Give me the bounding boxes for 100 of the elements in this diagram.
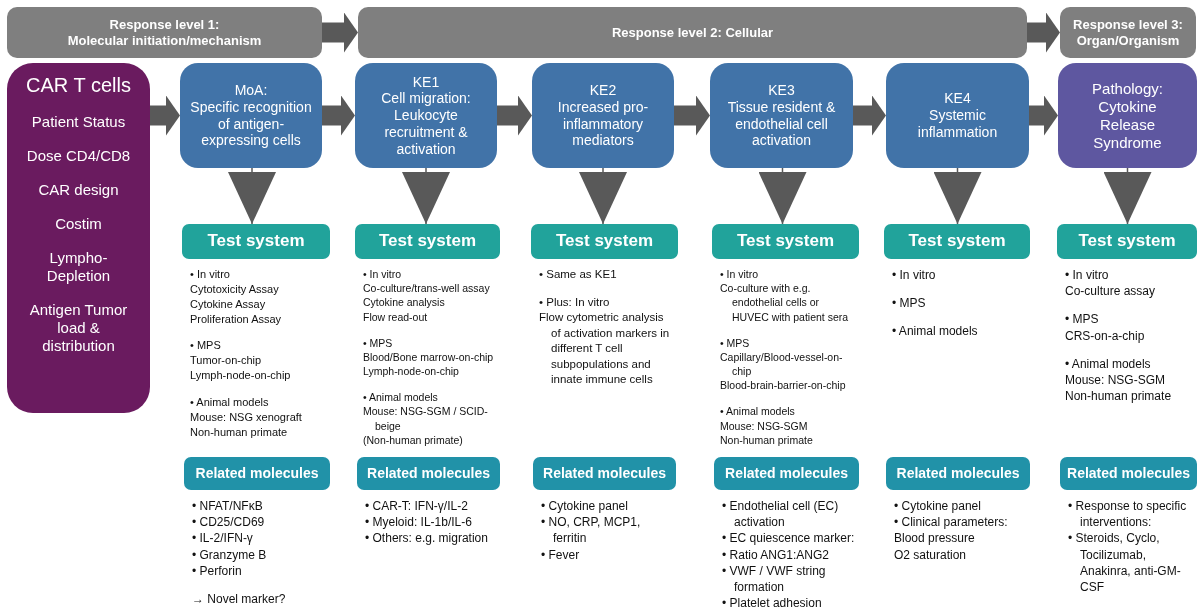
node-title: Test system [737,231,834,252]
list-text: • EC quiescence marker: [722,530,856,547]
list-text: Mouse: NSG-SGM [720,418,809,433]
node-title: Related molecules [195,465,319,482]
section-header [886,457,1030,490]
list-text: Mouse: NSG-SGM [1065,371,1167,389]
arrow [402,167,450,225]
list-text: Mouse: NSG xenograft [190,409,303,425]
list-text: • Perforin [192,562,243,579]
node-text: Dose CD4/CD8 [26,147,131,165]
section-header [1060,457,1197,490]
section-header [884,224,1030,259]
arrow [497,95,532,136]
node-text: Tissue resident & endothelial cell activation [726,98,837,150]
process-box [886,63,1029,168]
node-text: CAR design [38,181,119,199]
list-text: Co-culture with e.g. endothelial cells or HUVEC with patient sera [720,281,850,324]
list-text: • In vitro [1065,267,1110,284]
list-text: • Animal models [720,404,796,419]
list-text: Proliferation Assay [190,311,283,327]
node-title: Response level 1: [109,16,220,33]
node-title: Test system [207,231,305,252]
process-box [532,63,674,168]
list-text: • Ratio ANG1:ANG2 [722,546,830,563]
list-text: Blood-brain-barrier-on-chip [720,378,847,393]
list-text: Lymph-node-on-chip [363,364,460,379]
process-box [710,63,853,168]
list-text: Flow read-out [363,309,429,324]
list-text: • In vitro [892,267,937,284]
section-header [712,224,859,259]
level-banner [7,7,322,58]
arrow [933,167,982,225]
node-title: Pathology: [1092,79,1163,98]
list-text: Flow cytometric analysis of activation markers in different T cell subpopulations and innate immune cells [539,310,671,388]
node-text: Systemic inflammation [916,107,999,141]
list-text: Blood/Bone marrow-on-chip [363,349,495,365]
node-title: KE4 [944,90,971,108]
arrow [674,95,710,136]
node-title: Test system [379,231,476,252]
section-header [184,457,330,490]
arrow [150,95,180,136]
list-text: Cytotoxicity Assay [190,281,280,297]
outcome-box [1058,63,1197,168]
list-text: • Endothelial cell (EC) activation [722,498,840,531]
list-text: Co-culture assay [1065,283,1157,300]
node-title: Test system [1078,231,1176,252]
node-title: Response level 2: Cellular [611,24,774,41]
list-text: • Response to specific interventions: [1068,498,1188,531]
list-text: • Others: e.g. migration [365,530,489,547]
section-header [531,224,678,259]
node-text: Patient Status [31,113,126,131]
section-header [355,224,500,259]
node-text: Costim [55,215,102,233]
node-title: Related molecules [1067,465,1190,482]
list-text: Lymph-node-on-chip [190,368,292,383]
list-text: • MPS [190,338,222,354]
list-text: • Platelet adhesion [722,595,823,612]
node-text: Antigen Tumor load & distribution [28,301,129,355]
node-text: Organ/Organism [1076,32,1180,49]
list-text: Non-human primate [1065,388,1173,405]
arrow [853,95,886,136]
input-panel [7,63,150,413]
list-text: • MPS [1065,311,1100,328]
list-text: • Fever [541,546,581,563]
node-text: Lympho-Depletion [45,249,112,285]
node-title: Related molecules [896,465,1020,482]
list-text: O2 saturation [894,546,968,563]
list-text: • NO, CRP, MCP1, ferritin [541,514,642,547]
process-box [355,63,497,168]
list-text: • NFAT/NFκB [192,498,264,515]
list-text: • In vitro [363,267,403,282]
arrow [228,167,276,225]
node-text: Molecular initiation/mechanism [67,32,262,49]
node-text: Increased pro-inflammatory mediators [556,98,650,150]
list-text: • CD25/CD69 [192,514,266,531]
level-banner [358,7,1027,58]
node-title: MoA: [234,81,268,99]
list-text: • Cytokine panel [541,498,629,515]
list-text: • In vitro [720,267,760,282]
list-text: CRS-on-a-chip [1065,327,1146,344]
node-title: Test system [556,231,653,252]
list-text: Non-human primate [720,432,814,447]
list-text: → Novel marker? [192,590,287,608]
arrow [1103,167,1152,225]
list-text: • MPS [363,335,394,350]
section-header [357,457,500,490]
list-text: • Animal models [892,323,979,340]
list-text: Co-culture/trans-well assay [363,281,491,296]
node-title: Related molecules [543,465,666,482]
node-title: CAR T cells [26,73,131,97]
list-text: Mouse: NSG-SGM / SCID-beige [363,404,489,433]
arrow [579,167,627,225]
node-title: KE3 [768,81,795,99]
list-text: (Non-human primate) [363,432,464,447]
node-title: Related molecules [367,465,490,482]
list-text: • CAR-T: IFN-γ/IL-2 [365,498,469,515]
list-text: Blood pressure [894,530,976,547]
node-text: Specific recognition of antigen-expressing cells [189,98,313,150]
arrow [322,12,358,53]
node-title: Test system [908,231,1006,252]
